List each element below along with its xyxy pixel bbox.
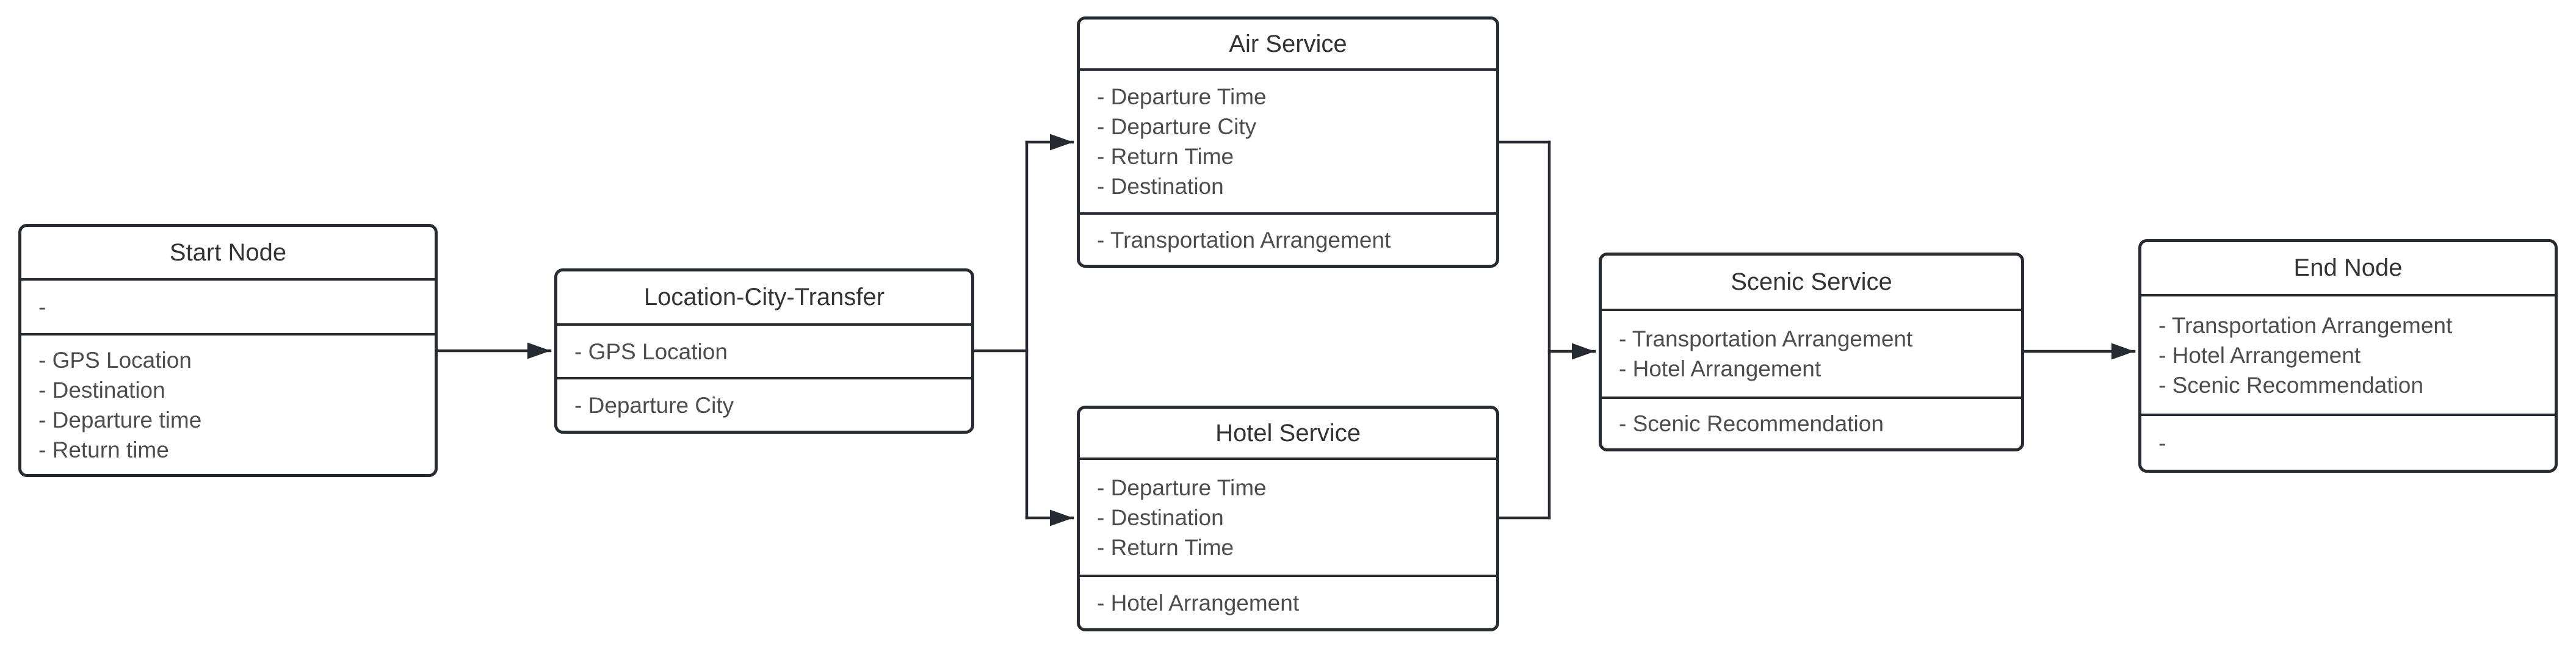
node-title: Air Service [1229,30,1347,57]
node-air-service: Air Service - Departure Time- Departure … [1077,16,1499,268]
attribute-line: - Departure Time [1097,475,1267,500]
attribute-line: - Return Time [1097,534,1234,560]
attribute-line: - Return time [38,437,169,462]
attribute-line: - Transportation Arrangement [2158,312,2453,338]
attribute-line: - GPS Location [38,347,192,373]
attribute-line: - Departure City [1097,114,1257,139]
attribute-line: - Departure time [38,407,202,432]
attribute-line: - Destination [1097,504,1224,530]
attribute-line: - [2158,430,2166,456]
node-end-node: End Node - Transportation Arrangement - H… [2138,239,2558,473]
node-section: - Departure Time - Destination - Return Ti… [1080,458,1496,575]
node-scenic-service: Scenic Service - Transportation Arrangem… [1599,253,2024,451]
attribute-line: - Destination [38,377,165,403]
attribute-line: - Return Time [1097,144,1234,169]
node-section: - GPS Location - Destination - Departure t… [21,333,435,474]
node-title: Location-City-Transfer [643,284,885,310]
node-section: - Transportation Arrangement - Hotel Arra… [2141,294,2555,414]
node-title: Scenic Service [1731,268,1892,295]
attribute-line: - Transportation Arrangement [1097,227,1391,253]
node-section: - Departure City [557,377,971,431]
node-section: - Departure Time - Departure City - Return… [1080,68,1496,212]
attribute-line: - Departure Time [1097,84,1267,109]
attribute-line: - GPS Location [574,339,728,364]
attribute-line: - Hotel Arrangement [1619,356,1822,381]
node-section: - Transportation Arrangement [1080,212,1496,265]
attribute-line: - Departure City [574,392,734,418]
attribute-line: - Transportation Arrangement [1619,326,1913,351]
attribute-line: - Destination [1097,174,1224,199]
node-section: - GPS Location [557,323,971,377]
node-section: - [2141,414,2555,470]
node-section: - Scenic Recommendation [1602,397,2021,448]
node-section: - Hotel Arrangement [1080,575,1496,628]
attribute-line: - Hotel Arrangement [2158,342,2361,368]
attribute-line: - [38,294,46,320]
node-title: End Node [2293,254,2403,281]
node-title: Start Node [169,239,287,266]
node-title: Hotel Service [1215,419,1361,447]
node-start: Start Node - - GPS Location - Destination… [18,224,438,477]
node-section: - [21,278,435,333]
attribute-line: - Scenic Recommendation [2158,372,2423,398]
attribute-line: - Hotel Arrangement [1097,590,1300,615]
node-section: - Transportation Arrangement - Hotel Arra… [1602,309,2021,397]
attribute-line: - Scenic Recommendation [1619,411,1884,436]
node-hotel-service: Hotel Service - Departure Time - Destinat… [1077,406,1499,631]
node-location-city-transfer: Location-City-Transfer - GPS Location - … [554,268,974,434]
